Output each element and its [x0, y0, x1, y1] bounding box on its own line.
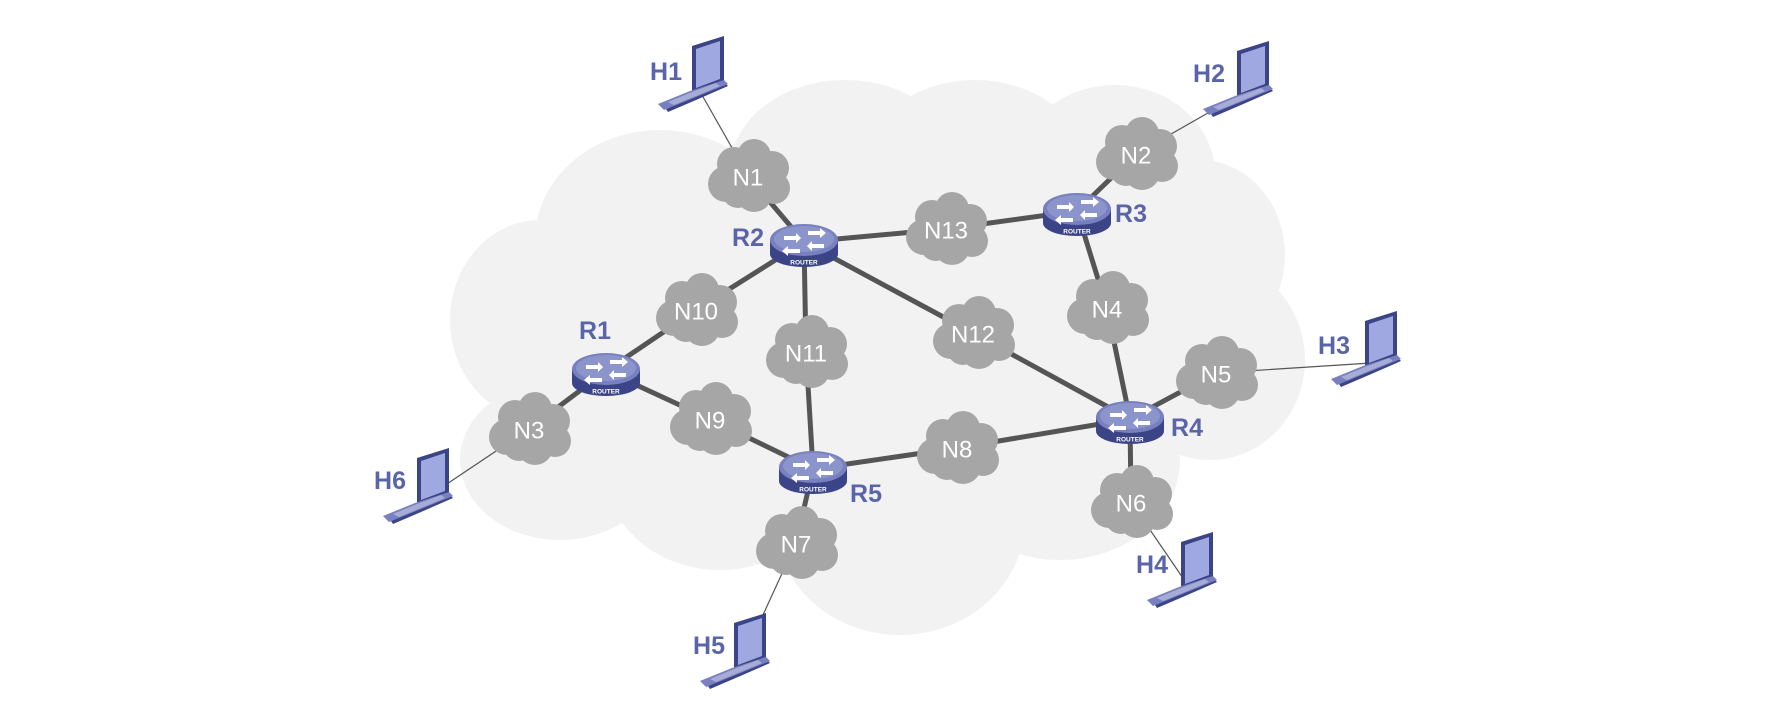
- network-cloud-n3[interactable]: N3: [489, 392, 571, 465]
- network-label: N12: [951, 322, 995, 349]
- network-label: N7: [781, 532, 812, 559]
- router-icon: [572, 353, 640, 396]
- router-label-r1: R1: [579, 317, 611, 345]
- network-cloud-n9[interactable]: N9: [670, 382, 752, 455]
- network-cloud-n12[interactable]: N12: [933, 296, 1015, 369]
- network-cloud-n13[interactable]: N13: [906, 192, 988, 265]
- router-r4[interactable]: ROUTER: [1096, 401, 1164, 444]
- network-cloud-n5[interactable]: N5: [1176, 336, 1258, 409]
- network-cloud-n11[interactable]: N11: [766, 315, 848, 388]
- network-cloud-n7[interactable]: N7: [756, 506, 838, 579]
- network-label: N4: [1092, 297, 1123, 324]
- network-label: N6: [1116, 491, 1147, 518]
- network-cloud-n1[interactable]: N1: [708, 139, 790, 212]
- network-label: N11: [785, 341, 827, 368]
- network-label: N1: [733, 165, 764, 192]
- network-cloud-n4[interactable]: N4: [1067, 271, 1149, 344]
- router-label-r3: R3: [1115, 200, 1147, 228]
- router-caption: ROUTER: [799, 487, 827, 494]
- router-icon: [1096, 401, 1164, 444]
- router-label-r5: R5: [850, 480, 882, 508]
- router-caption: ROUTER: [1063, 229, 1091, 236]
- router-label-r2: R2: [732, 224, 764, 252]
- network-cloud-n8[interactable]: N8: [917, 411, 999, 484]
- network-label: N3: [514, 418, 545, 445]
- router-caption: ROUTER: [592, 389, 620, 396]
- network-label: N8: [942, 437, 973, 464]
- network-label: N13: [924, 218, 968, 245]
- host-label-h3: H3: [1318, 332, 1350, 360]
- router-icon: [770, 224, 838, 267]
- host-label-h5: H5: [693, 632, 725, 660]
- host-label-h4: H4: [1136, 551, 1168, 579]
- router-caption: ROUTER: [1116, 437, 1144, 444]
- network-label: N10: [674, 299, 718, 326]
- router-r2[interactable]: ROUTER: [770, 224, 838, 267]
- host-label-h6: H6: [374, 467, 406, 495]
- host-label-h2: H2: [1193, 60, 1225, 88]
- host-label-h1: H1: [650, 58, 682, 86]
- router-icon: [1043, 193, 1111, 236]
- network-cloud-n6[interactable]: N6: [1091, 465, 1173, 538]
- router-r1[interactable]: ROUTER: [572, 353, 640, 396]
- router-caption: ROUTER: [790, 260, 818, 267]
- router-icon: [779, 451, 847, 494]
- network-label: N5: [1201, 362, 1232, 389]
- router-r5[interactable]: ROUTER: [779, 451, 847, 494]
- network-cloud-n2[interactable]: N2: [1096, 117, 1178, 190]
- router-r3[interactable]: ROUTER: [1043, 193, 1111, 236]
- router-label-r4: R4: [1171, 414, 1203, 442]
- network-label: N2: [1121, 143, 1152, 170]
- network-label: N9: [695, 408, 726, 435]
- network-cloud-n10[interactable]: N10: [656, 273, 738, 346]
